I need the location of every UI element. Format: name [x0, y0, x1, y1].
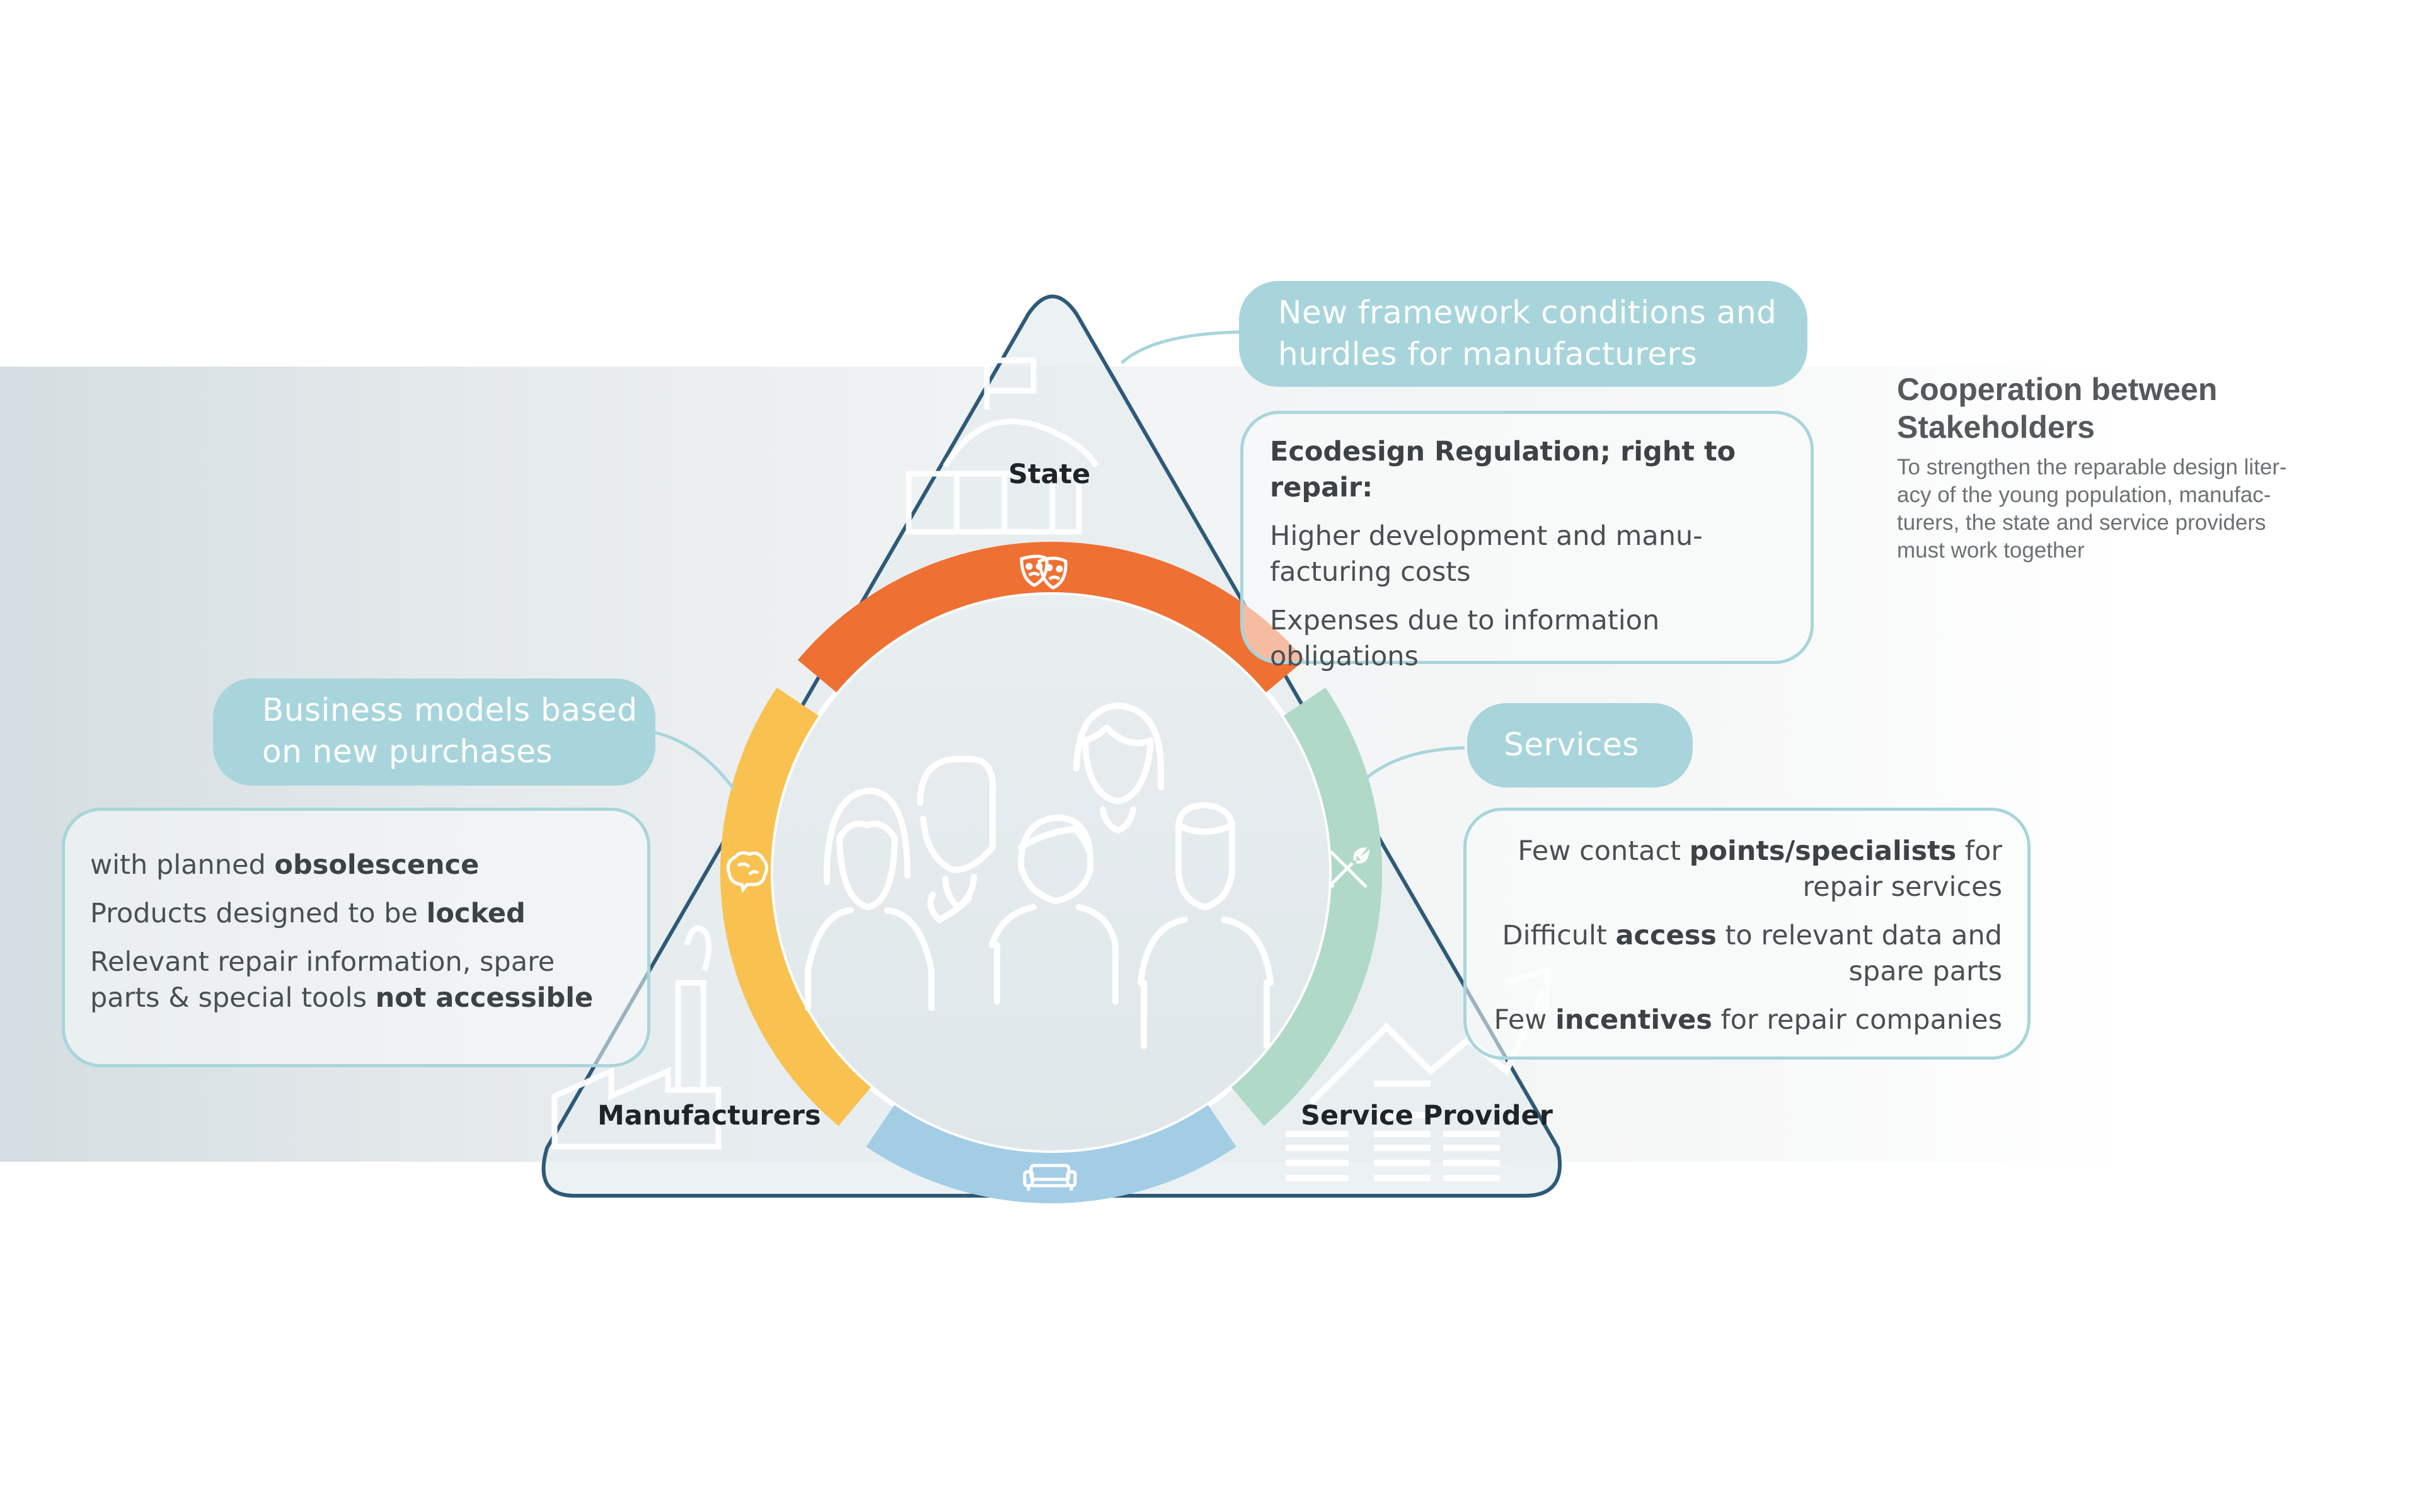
people-group-icon [805, 702, 1274, 1049]
services-box-item-3: Few incentives for repair companies [1485, 1002, 2002, 1038]
sofa-icon [1023, 1164, 1077, 1191]
services-box-item-1: Few contact points/specialists for repai… [1485, 833, 2002, 905]
state-box: Ecodesign Regulation; right to repair: H… [1240, 411, 1814, 672]
services-box-item-1-post: for [1956, 835, 2002, 867]
manufacturers-pill: Business models based on new purchases [213, 679, 655, 786]
services-box-item-1-bold: points/specialists [1689, 835, 1957, 867]
manufacturers-pill-line2: on new purchases [262, 733, 553, 770]
info-body-line2: acy of the young population, manufac- [1897, 483, 2271, 507]
wrench-screwdriver-icon [1327, 847, 1370, 888]
services-box-item-2-pre: Difficult [1502, 920, 1616, 951]
services-box-item-3-pre: Few [1494, 1004, 1556, 1036]
government-building-icon [906, 357, 1099, 535]
manufacturers-box-item-2: Products designed to be locked [90, 896, 628, 932]
state-pill-line2: hurdles for manufacturers [1278, 336, 1698, 372]
state-box-item-2: Expenses due to information obligations [1270, 603, 1785, 675]
manufacturers-box-item-3-bold: not accessible [375, 982, 594, 1014]
services-box-item-2-line2: spare parts [1848, 956, 2003, 987]
corner-label-service-provider: Service Provider [1301, 1100, 1553, 1131]
info-title: Cooperation between Stakeholders [1897, 370, 2338, 446]
corner-label-state: State [1008, 459, 1091, 490]
manufacturers-box-item-1: with planned obsolescence [90, 847, 628, 883]
info-body-line1: To strengthen the reparable design liter… [1897, 455, 2287, 479]
ring-segment-right [1231, 687, 1382, 1126]
manufacturers-box-item-1-bold: obsolescence [274, 849, 480, 881]
info-body: To strengthen the reparable design liter… [1897, 454, 2325, 564]
info-title-line2: Stakeholders [1897, 410, 2095, 445]
manufacturers-box-item-1-text: with planned [90, 849, 275, 881]
state-box-item-2-line2: obligations [1270, 641, 1419, 672]
state-box-heading: Ecodesign Regulation; right to repair: [1270, 436, 1736, 503]
manufacturers-box-item-2-bold: locked [426, 898, 526, 929]
services-box: Few contact points/specialists for repai… [1463, 808, 2031, 1060]
state-connector [1121, 330, 1241, 364]
brain-icon [726, 851, 768, 893]
manufacturers-box-item-3-line1: Relevant repair information, spare [90, 946, 555, 978]
services-box-item-2: Difficult access to relevant data and sp… [1485, 918, 2002, 990]
state-pill: New framework conditions and hurdles for… [1239, 281, 1807, 387]
manufacturers-pill-line1: Business models based [262, 692, 638, 728]
services-box-item-1-pre: Few contact [1518, 835, 1690, 867]
factory-icon [551, 925, 722, 1150]
services-box-item-1-line2: repair services [1802, 871, 2002, 903]
ring-segment-left [720, 687, 872, 1126]
services-box-item-2-bold: access [1615, 920, 1717, 951]
state-box-item-1: Higher development and manu- facturing c… [1270, 518, 1785, 590]
services-pill-label: Services [1504, 726, 1639, 763]
services-box-item-2-post: to relevant data and [1716, 920, 2002, 951]
state-box-item-1-line2: facturing costs [1270, 556, 1471, 588]
info-body-line4: must work together [1897, 538, 2085, 563]
manufacturers-connector [655, 731, 735, 790]
services-box-item-3-post: for repair companies [1712, 1004, 2002, 1036]
info-title-line1: Cooperation between [1897, 372, 2218, 407]
state-box-item-1-line1: Higher development and manu- [1270, 520, 1703, 552]
services-connector [1364, 746, 1465, 781]
manufacturers-box-item-2-text: Products designed to be [90, 898, 427, 929]
services-pill: Services [1467, 703, 1693, 788]
inner-circle [768, 590, 1334, 1155]
theater-masks-icon [1020, 554, 1068, 590]
manufacturers-box-item-3-line2: parts & special tools [90, 982, 376, 1014]
state-pill-line1: New framework conditions and [1278, 294, 1777, 331]
services-box-item-3-bold: incentives [1555, 1004, 1712, 1036]
manufacturers-box: with planned obsolescence Products desig… [62, 808, 650, 1067]
manufacturers-box-item-3: Relevant repair information, spare parts… [90, 944, 628, 1016]
state-box-item-2-line1: Expenses due to information [1270, 605, 1660, 636]
info-body-line3: turers, the state and service providers [1897, 510, 2266, 535]
corner-label-manufacturers: Manufacturers [597, 1100, 821, 1131]
